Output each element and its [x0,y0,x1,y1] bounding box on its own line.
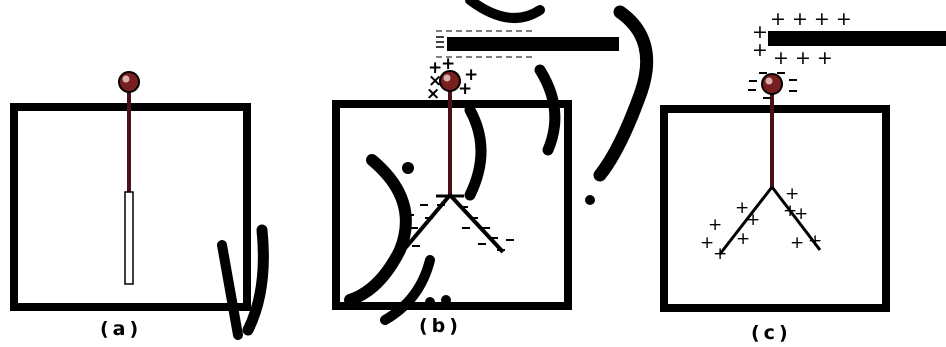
panel-b-label: (b) [419,315,462,337]
svg-text:+: + [752,21,768,43]
panel-a-electroscope [10,71,251,311]
panel-b-electroscope: + + + × + × [332,30,619,310]
svg-text:+ + + +: + + + + [770,8,852,30]
panel-c-knob [761,73,783,95]
svg-text:+: + [735,198,749,218]
svg-text:+: + [458,79,472,99]
svg-text:+: + [428,58,442,78]
panel-c-rod-positive-charges: + + + + + + + + + [752,8,852,69]
svg-text:+: + [736,229,750,249]
svg-text:+: + [808,231,822,251]
panel-c-leaf-right [770,186,822,251]
svg-text:+: + [790,233,804,253]
panel-c-leaf-positive-charges: + + + + + + + + + + + [700,184,822,264]
panel-b-knob [439,70,461,92]
panel-b-rod [447,37,619,51]
svg-text:+: + [794,204,808,224]
panel-c-leaf-left [718,186,774,255]
svg-text:+: + [785,184,799,204]
svg-text:+: + [464,65,478,85]
panel-c-knob-negative-charges [748,72,797,99]
svg-text:+: + [708,215,722,235]
panel-b-leaf-right [448,193,505,254]
panel-c-rod [768,31,946,46]
panel-c-electroscope: + + + + + + + + + + + + + + [660,8,946,312]
svg-text:+: + [713,244,727,264]
panel-c-label: (c) [751,322,792,344]
svg-text:×: × [426,84,440,104]
panel-a-leaves-closed [124,191,134,285]
svg-text:+ + +: + + + [773,47,833,69]
svg-text:+: + [752,39,768,61]
panel-b-rod-negative-charges [436,36,444,48]
panel-c-box [660,105,890,312]
panel-a-label: (a) [100,318,143,340]
watermark [217,0,654,340]
svg-text:+: + [441,54,455,74]
svg-text:×: × [428,71,442,91]
svg-text:+: + [783,201,797,221]
svg-text:+: + [700,233,714,253]
svg-text:+: + [746,210,760,230]
panel-a-knob [118,71,140,93]
panel-b-knob-positive-charges: + + + × + × [426,54,478,104]
